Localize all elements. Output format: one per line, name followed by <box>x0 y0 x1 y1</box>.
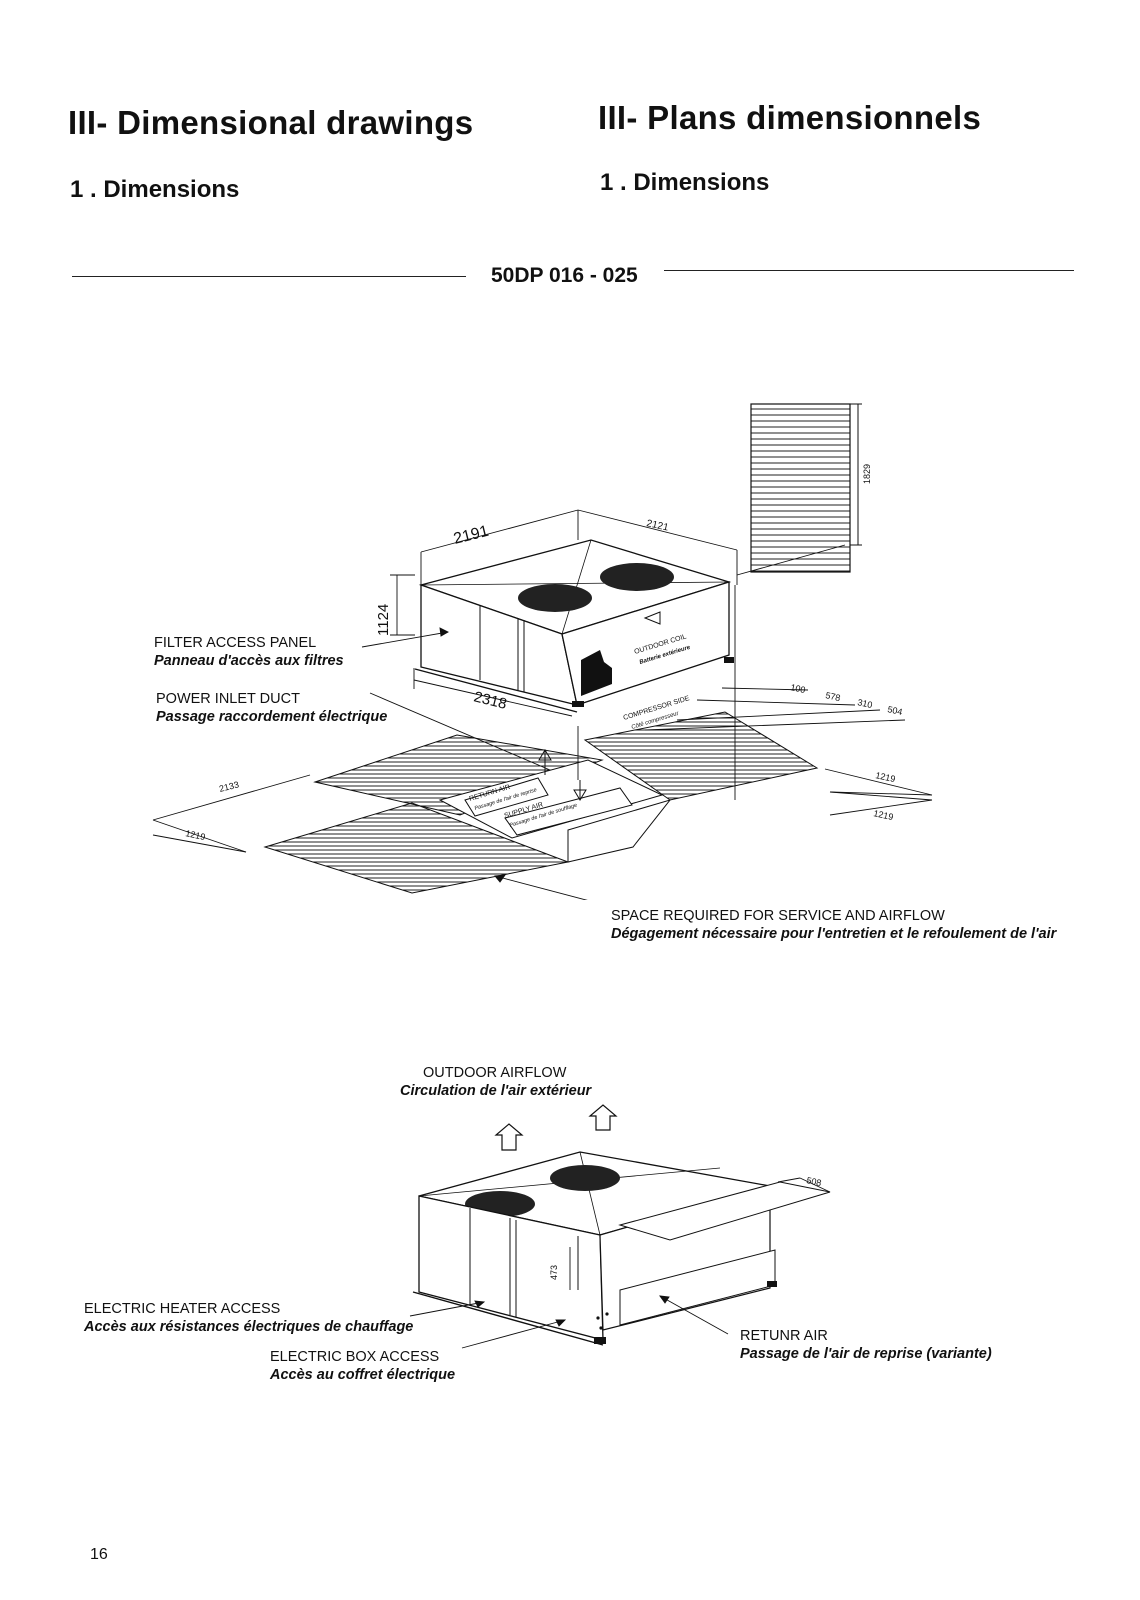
floor-clearance-zones <box>263 711 819 894</box>
rooftop-unit-sides <box>414 581 734 713</box>
power-inlet-duct-callout: POWER INLET DUCT Passage raccordement él… <box>156 690 387 726</box>
return-air-variant-label-fr: Passage de l'air de reprise (variante) <box>740 1346 992 1362</box>
filter-access-panel-callout: FILTER ACCESS PANEL Panneau d'accès aux … <box>154 634 344 670</box>
dimension-lines <box>152 509 933 853</box>
dimension-1124: 1124 <box>375 604 392 636</box>
dimension-1829: 1829 <box>862 464 872 484</box>
electric-box-access-label-fr: Accès au coffret électrique <box>270 1367 456 1383</box>
dimension-473: 473 <box>549 1265 559 1280</box>
outdoor-airflow-label: OUTDOOR AIRFLOW <box>423 1065 567 1081</box>
dimension-504: 504 <box>887 704 904 717</box>
subsection-title-en: 1 . Dimensions <box>70 176 240 203</box>
power-inlet-duct-label: POWER INLET DUCT <box>156 691 300 707</box>
return-air-variant-label: RETUNR AIR <box>740 1328 828 1344</box>
section-title-en: III- Dimensional drawings <box>68 104 474 141</box>
electric-heater-access-label: ELECTRIC HEATER ACCESS <box>84 1301 281 1317</box>
service-space-label: SPACE REQUIRED FOR SERVICE AND AIRFLOW <box>611 908 945 924</box>
electric-heater-access-callout: ELECTRIC HEATER ACCESS Accès aux résista… <box>84 1300 413 1336</box>
rooftop-unit-bottom <box>412 1151 831 1346</box>
outdoor-airflow-callout: OUTDOOR AIRFLOW Circulation de l'air ext… <box>400 1064 591 1100</box>
callout-leaders <box>361 627 588 900</box>
dimension-1219-left: 1219 <box>185 828 207 842</box>
dimension-578: 578 <box>825 690 842 703</box>
bottom-dimension-lines <box>409 1177 831 1349</box>
bottom-dimensional-drawing: 508 473 <box>409 1104 831 1349</box>
dimension-310: 310 <box>857 697 874 710</box>
model-rule-left <box>72 276 466 277</box>
dimension-508: 508 <box>806 1175 823 1188</box>
airflow-arrows <box>494 1104 618 1151</box>
dimension-100: 100 <box>790 682 807 695</box>
duct-openings <box>464 749 633 836</box>
electric-heater-access-label-fr: Accès aux résistances électriques de cha… <box>84 1319 414 1335</box>
clearance-wall <box>750 403 862 573</box>
service-space-callout: SPACE REQUIRED FOR SERVICE AND AIRFLOW D… <box>611 907 1056 943</box>
electric-box-access-callout: ELECTRIC BOX ACCESS Accès au coffret éle… <box>270 1348 455 1384</box>
page-number: 16 <box>90 1546 108 1563</box>
outdoor-airflow-label-fr: Circulation de l'air extérieur <box>400 1083 592 1099</box>
filter-access-panel-label-fr: Panneau d'accès aux filtres <box>154 653 344 669</box>
dimension-2191: 2191 <box>452 523 491 548</box>
subsection-title-fr: 1 . Dimensions <box>600 169 770 196</box>
filter-access-panel-label: FILTER ACCESS PANEL <box>154 635 317 651</box>
model-rule-right <box>664 270 1074 271</box>
power-inlet-duct-label-fr: Passage raccordement électrique <box>156 709 388 725</box>
section-title-fr: III- Plans dimensionnels <box>598 99 982 136</box>
model-heading: 50DP 016 - 025 <box>491 264 638 287</box>
top-dimensional-drawing: 2191 2121 1124 2318 1829 2133 1219 1219 … <box>152 403 933 900</box>
dimension-2121: 2121 <box>645 518 669 533</box>
dimension-1219-right-bottom: 1219 <box>873 808 895 822</box>
dimension-2133: 2133 <box>218 779 240 794</box>
dimension-1219-right-top: 1219 <box>875 770 897 784</box>
return-air-variant-callout: RETUNR AIR Passage de l'air de reprise (… <box>740 1327 992 1363</box>
service-space-label-fr: Dégagement nécessaire pour l'entretien e… <box>611 926 1057 942</box>
rooftop-unit-top <box>418 539 732 635</box>
electric-box-access-label: ELECTRIC BOX ACCESS <box>270 1349 440 1365</box>
